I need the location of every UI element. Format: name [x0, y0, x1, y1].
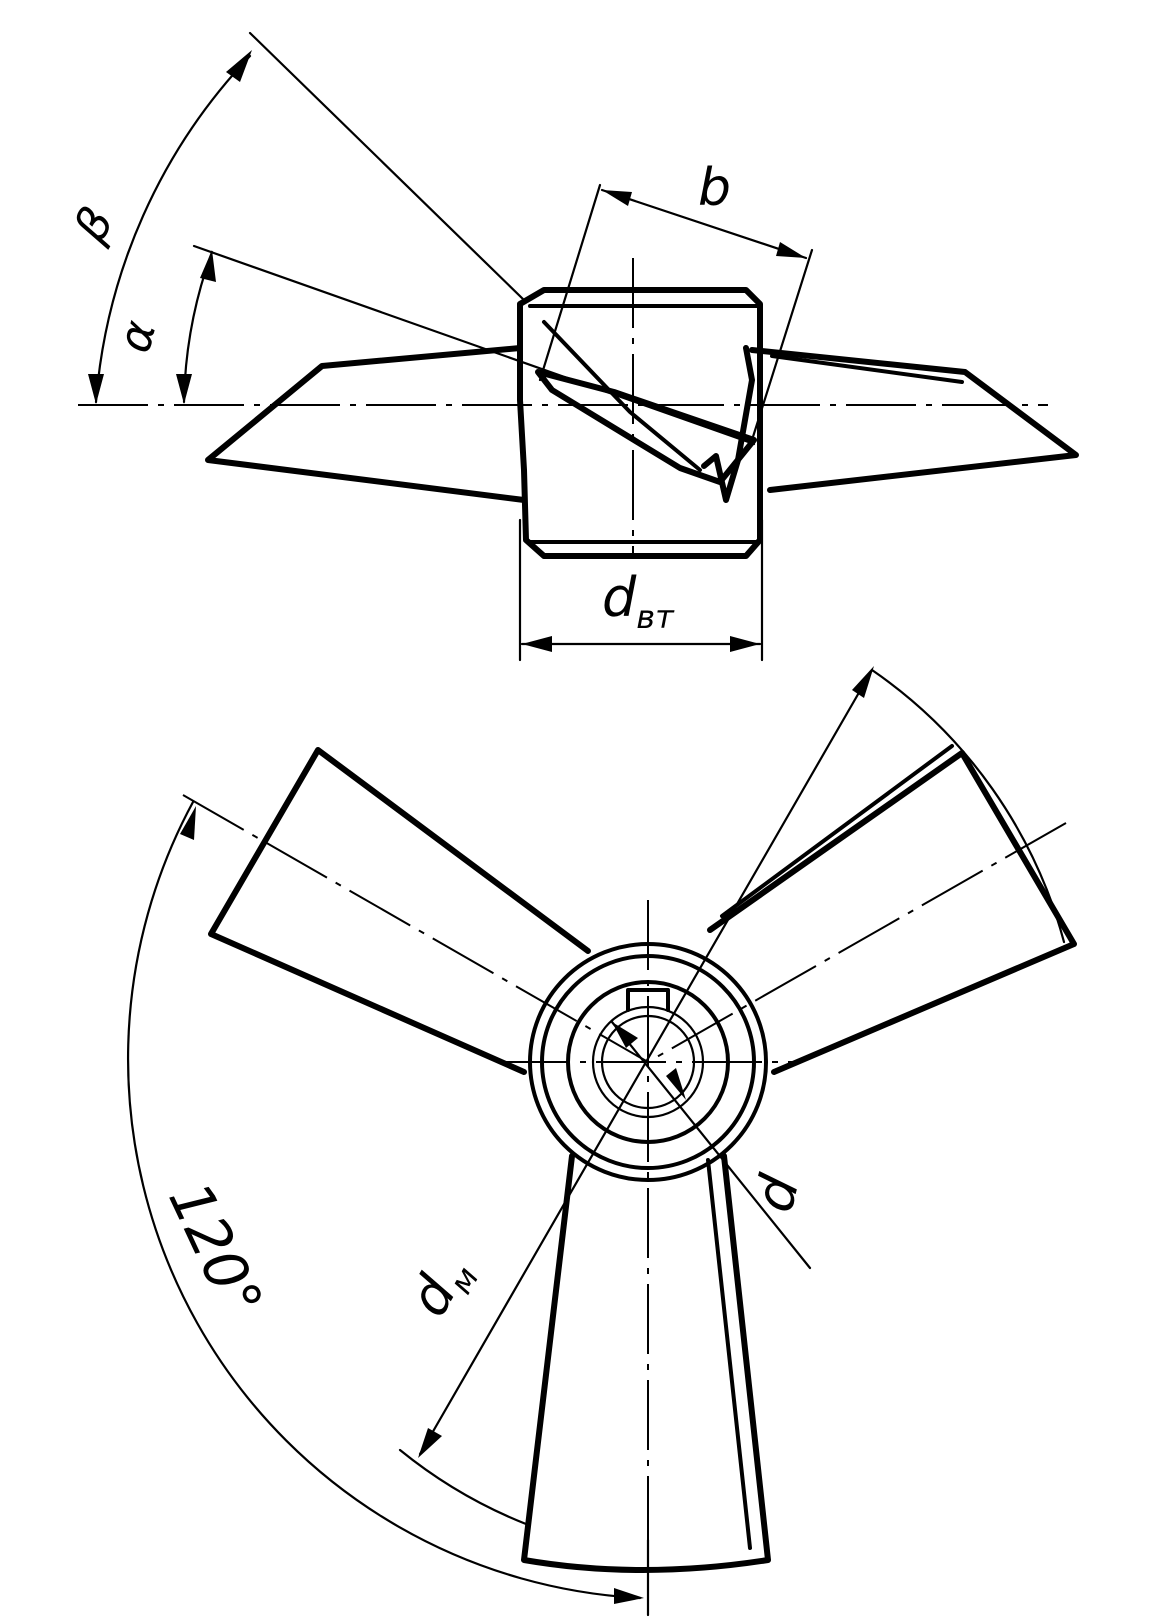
dvt-label-subscript: вт [636, 598, 675, 636]
b-label: b [698, 158, 731, 218]
angle-120-arrow-top [180, 806, 196, 840]
beta-label: β [62, 198, 124, 251]
angle-120-arrow-bottom [614, 1588, 644, 1604]
d-dimension-line [610, 1020, 812, 1270]
d-label: d [742, 1168, 812, 1218]
alpha-arrow-bottom [176, 374, 192, 404]
hub-inner-circle [566, 980, 730, 1144]
hub-outer-circle [528, 942, 768, 1182]
dm-arrow-bottom [418, 1428, 442, 1458]
b-extension-right [750, 248, 814, 442]
beta-arrow-bottom [88, 374, 104, 404]
dm-outer-arc-bottom [398, 1448, 528, 1526]
dm-label: dм [397, 1244, 487, 1330]
beta-arrow-top [226, 50, 252, 82]
beta-angle-arc [94, 54, 252, 404]
hub-middle-circle [540, 954, 756, 1170]
keyway [626, 988, 670, 1012]
bore-inner-circle [600, 1014, 696, 1110]
b-extension-left [538, 183, 602, 382]
blade-root-twist [542, 320, 702, 472]
right-blade-lower-edge [770, 354, 964, 384]
b-dimension-line [600, 188, 808, 260]
upper-right-blade-edge [720, 744, 954, 918]
right-blade-upper [749, 347, 1079, 493]
upper-right-blade-axis [647, 822, 1067, 1063]
upper-left-blade-axis [182, 794, 649, 1063]
bore-circle [591, 1005, 705, 1119]
b-arrow-left [602, 190, 632, 206]
dm-outer-arc-right [870, 668, 1066, 944]
dm-dimension-line [418, 668, 874, 1456]
hub-body [517, 287, 763, 559]
side-view: β α b dвт [62, 31, 1079, 662]
plan-view: dм d 120° [126, 666, 1077, 1617]
upper-left-blade [208, 747, 591, 1075]
upper-right-blade [707, 750, 1077, 1075]
alpha-arrow-top [200, 250, 216, 282]
angle-120-arc [126, 800, 642, 1600]
dm-arrow-top [852, 666, 874, 698]
alpha-extension-line [192, 244, 756, 446]
alpha-label: α [106, 315, 166, 358]
blade-root-tip [701, 345, 755, 503]
dvt-arrow-right [730, 636, 760, 652]
d-arrow-inner [612, 1022, 638, 1048]
d-arrow-outer [666, 1068, 686, 1100]
beta-extension-line [248, 31, 526, 302]
bottom-blade-edge [706, 1158, 752, 1550]
bottom-blade [521, 1153, 771, 1573]
left-blade [205, 345, 527, 503]
angle-120-label: 120° [155, 1172, 276, 1327]
dvt-label: dвт [602, 566, 675, 636]
b-arrow-right [776, 242, 806, 258]
dvt-label-main: d [602, 566, 637, 629]
dvt-arrow-left [522, 636, 552, 652]
